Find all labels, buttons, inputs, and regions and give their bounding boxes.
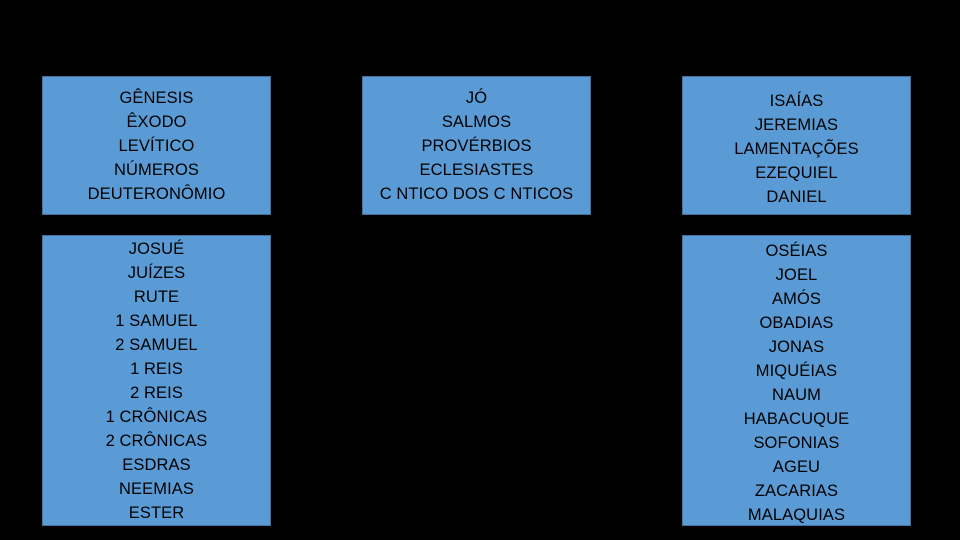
- book-label: SOFONIAS: [753, 433, 840, 452]
- book-label: 1 SAMUEL: [115, 311, 198, 330]
- book-label: JONAS: [768, 337, 825, 356]
- book-label: JUÍZES: [127, 263, 186, 282]
- book-label: AGEU: [772, 457, 821, 476]
- book-label: 2 CRÔNICAS: [105, 431, 208, 450]
- book-label: C NTICO DOS C NTICOS: [379, 184, 574, 203]
- book-label: 2 SAMUEL: [115, 335, 198, 354]
- book-label: EZEQUIEL: [755, 163, 838, 182]
- book-label: 1 REIS: [130, 359, 183, 378]
- poetic-books-box: JÓ SALMOS PROVÉRBIOS ECLESIASTES C NTICO…: [362, 76, 591, 215]
- book-label: MIQUÉIAS: [755, 361, 838, 380]
- book-label: ISAÍAS: [769, 91, 824, 110]
- book-label: LEVÍTICO: [118, 136, 195, 155]
- minor-prophets-box: OSÉIAS JOEL AMÓS OBADIAS JONAS MIQUÉIAS …: [682, 235, 911, 526]
- book-label: ESDRAS: [122, 455, 191, 474]
- book-label: LAMENTAÇÕES: [734, 139, 859, 158]
- book-label: OSÉIAS: [765, 241, 828, 260]
- book-label: DANIEL: [766, 187, 827, 206]
- pentateuch-box: GÊNESIS ÊXODO LEVÍTICO NÚMEROS DEUTERONÔ…: [42, 76, 271, 215]
- book-label: HABACUQUE: [743, 409, 850, 428]
- book-label: JÓ: [465, 88, 488, 107]
- book-label: SALMOS: [441, 112, 512, 131]
- book-label: ÊXODO: [126, 112, 187, 131]
- book-label: MALAQUIAS: [747, 505, 846, 524]
- book-label: NAUM: [772, 385, 821, 404]
- book-label: PROVÉRBIOS: [421, 136, 532, 155]
- book-label: AMÓS: [772, 289, 821, 308]
- book-label: NEEMIAS: [119, 479, 194, 498]
- book-label: DEUTERONÔMIO: [87, 184, 226, 203]
- book-label: RUTE: [133, 287, 180, 306]
- book-label: GÊNESIS: [119, 88, 194, 107]
- book-label: JOEL: [775, 265, 818, 284]
- book-label: NÚMEROS: [113, 160, 200, 179]
- book-label: 1 CRÔNICAS: [105, 407, 208, 426]
- historical-books-box: JOSUÉ JUÍZES RUTE 1 SAMUEL 2 SAMUEL 1 RE…: [42, 235, 271, 526]
- book-label: ZACARIAS: [754, 481, 839, 500]
- book-label: JOSUÉ: [128, 239, 185, 258]
- book-label: JEREMIAS: [754, 115, 839, 134]
- book-label: 2 REIS: [130, 383, 183, 402]
- book-label: ECLESIASTES: [419, 160, 534, 179]
- book-label: ESTER: [128, 503, 185, 522]
- major-prophets-box: ISAÍAS JEREMIAS LAMENTAÇÕES EZEQUIEL DAN…: [682, 76, 911, 215]
- book-label: OBADIAS: [759, 313, 834, 332]
